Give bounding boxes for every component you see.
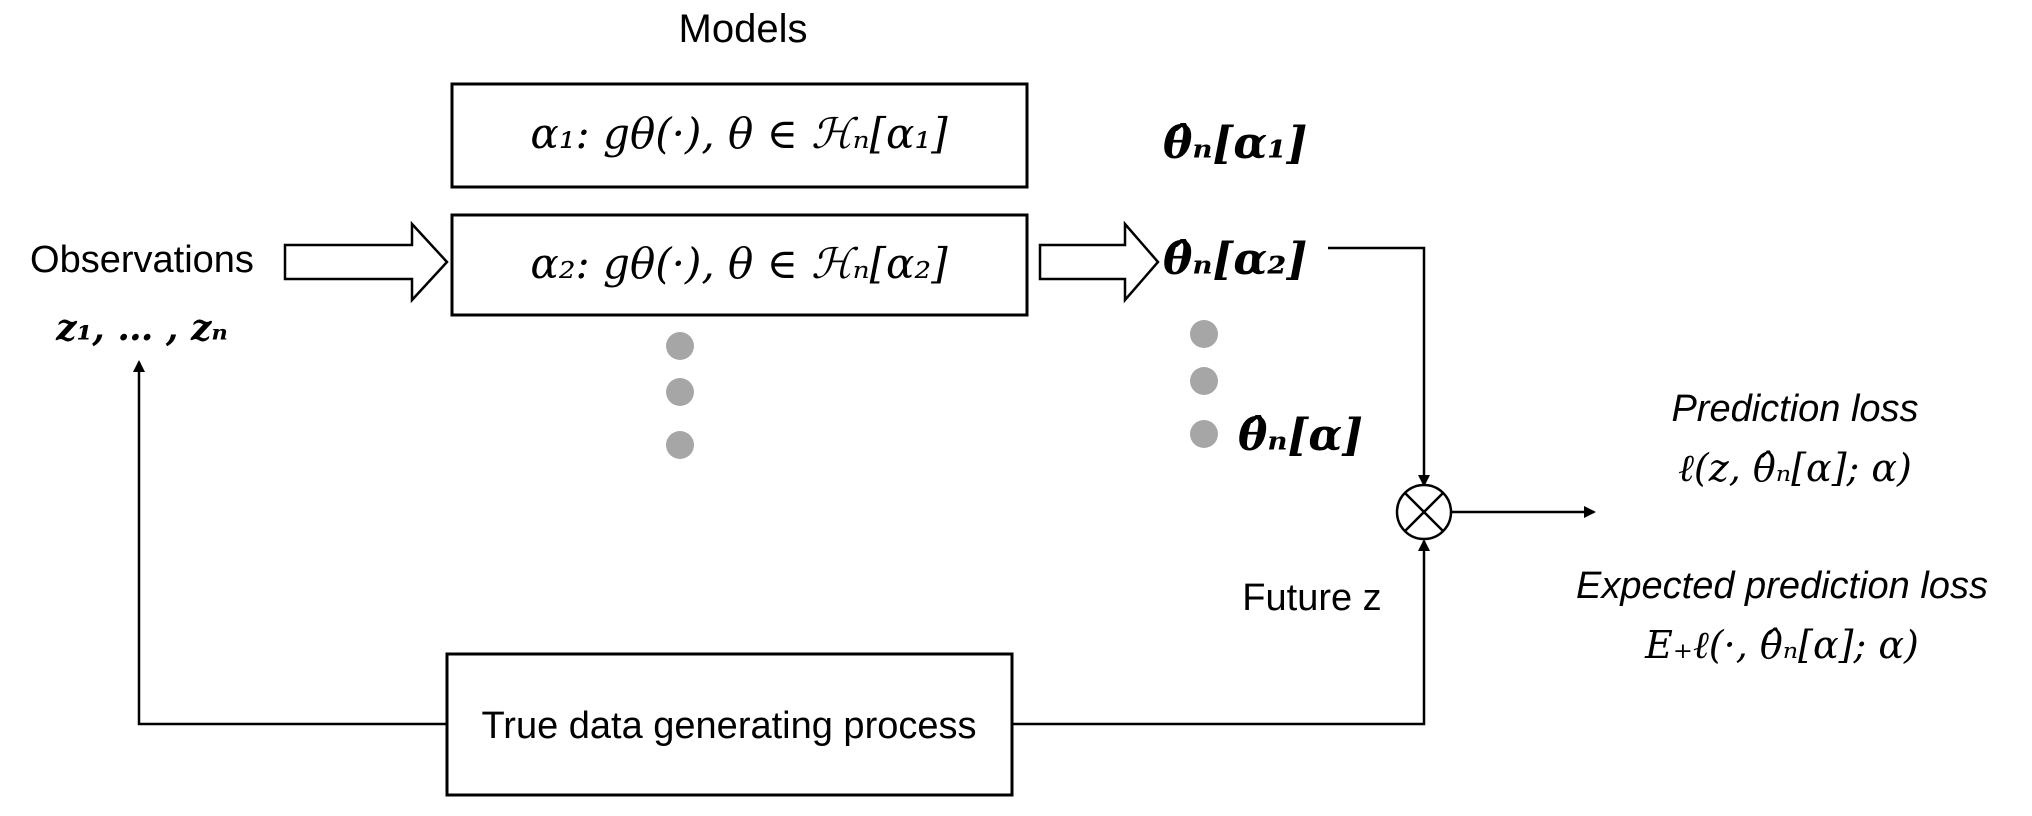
observations-data: z₁, … , zₙ (55, 307, 228, 349)
prediction-loss-title: Prediction loss (1671, 388, 1918, 430)
model-1-text: α₁: gθ(·), θ ∈ ℋₙ[α₁] (530, 109, 948, 158)
model-2-text: α₂: gθ(·), θ ∈ ℋₙ[α₂] (530, 239, 948, 288)
future-z-label: Future z (1242, 577, 1381, 619)
estimate-alpha: θ̂ₙ[α] (1238, 410, 1363, 461)
expected-loss-title: Expected prediction loss (1576, 565, 1988, 607)
estimate-2: θ̂ₙ[α₂] (1163, 234, 1307, 285)
observations-label: Observations (30, 239, 254, 281)
prediction-loss-formula: ℓ(z, θ̂ₙ[α]; α) (1678, 446, 1912, 490)
process-to-node-line (1012, 539, 1430, 726)
process-to-observations-line (133, 360, 447, 726)
estimate-arrow (1038, 220, 1160, 304)
models-title: Models (679, 7, 808, 51)
ellipsis-dot (1190, 420, 1218, 448)
process-label: True data generating process (481, 705, 976, 747)
process-box (445, 652, 1014, 797)
input-arrow (283, 220, 449, 304)
ellipsis-dot (666, 378, 694, 406)
estimate-1: θ̂ₙ[α₁] (1163, 118, 1307, 169)
ellipsis-dot (1190, 320, 1218, 348)
estimate-to-node-line (1328, 246, 1430, 487)
expected-loss-formula: E₊ℓ(·, θ̂ₙ[α]; α) (1644, 623, 1919, 667)
loss-combine-node (1395, 483, 1453, 541)
model-box-1 (450, 82, 1029, 189)
model-box-2 (450, 213, 1029, 317)
ellipsis-dot (666, 332, 694, 360)
ellipsis-dot (1190, 367, 1218, 395)
ellipsis-dot (666, 431, 694, 459)
